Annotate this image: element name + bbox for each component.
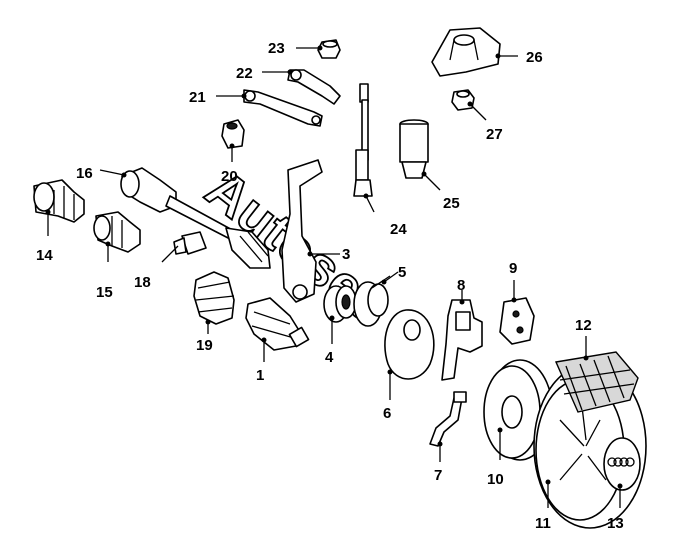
callout-3: 3 — [342, 246, 350, 263]
part-18-clamp — [161, 231, 207, 263]
part-8-brake-caliper — [441, 290, 483, 381]
callout-18: 18 — [134, 274, 151, 291]
callout-22: 22 — [236, 65, 253, 82]
callout-6: 6 — [383, 405, 391, 422]
callout-5: 5 — [398, 264, 406, 281]
part-26-strut-mount — [431, 27, 518, 77]
part-6-splash-shield — [384, 309, 435, 400]
part-27-nut — [451, 89, 487, 121]
callout-10: 10 — [487, 471, 504, 488]
part-1-cv-joint — [245, 297, 310, 362]
part-22-upper-arm — [262, 69, 341, 105]
part-23-bushing — [296, 39, 341, 59]
part-19-boot — [193, 271, 235, 334]
part-3-steering-knuckle — [281, 159, 340, 303]
part-25-bump-stop — [399, 119, 441, 191]
callout-21: 21 — [189, 89, 206, 106]
callout-12: 12 — [575, 317, 592, 334]
callout-23: 23 — [268, 40, 285, 57]
part-7-brake-hose — [429, 391, 467, 462]
part-9-brake-pad — [499, 280, 535, 345]
part-4-wheel-bearing — [323, 285, 357, 344]
part-16-drive-shaft — [99, 167, 271, 269]
part-5-wheel-hub — [353, 271, 399, 327]
part-14-cv-boot — [33, 179, 85, 236]
callout-14: 14 — [36, 247, 53, 264]
callout-25: 25 — [443, 195, 460, 212]
callout-19: 19 — [196, 337, 213, 354]
callout-labels: 1 3 4 5 6 7 8 9 10 11 12 13 14 15 16 18 … — [36, 40, 624, 532]
callout-15: 15 — [96, 284, 113, 301]
part-21-control-arm — [216, 89, 323, 127]
four-ring-emblem-icon — [607, 457, 635, 467]
callout-9: 9 — [509, 260, 517, 277]
callout-7: 7 — [434, 467, 442, 484]
part-24-shock-absorber — [353, 83, 375, 213]
callout-8: 8 — [457, 277, 465, 294]
part-15-cv-boot — [93, 211, 141, 262]
callout-11: 11 — [535, 515, 551, 532]
callout-1: 1 — [256, 367, 264, 384]
callout-26: 26 — [526, 49, 543, 66]
callout-20: 20 — [221, 168, 238, 185]
callout-4: 4 — [325, 349, 334, 366]
callout-24: 24 — [390, 221, 407, 238]
part-13-hub-cap — [603, 437, 641, 508]
part-20-bushing — [221, 119, 245, 162]
callout-13: 13 — [607, 515, 624, 532]
callout-27: 27 — [486, 126, 503, 143]
callout-16: 16 — [76, 165, 93, 182]
part-12-tire-tread — [554, 336, 639, 413]
